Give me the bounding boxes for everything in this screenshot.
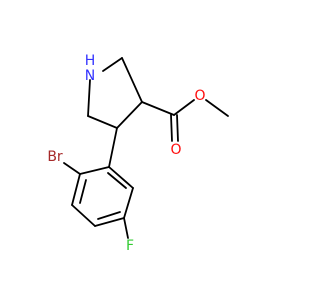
bond-ar4-ar5-inner [97, 211, 121, 220]
benzene-ring-bonds [71, 166, 134, 227]
bond-carbonyl-double-a [170, 114, 173, 142]
bond-c2-c3 [121, 57, 143, 103]
bond-ar2-br [63, 162, 81, 175]
atom-label-f: F [126, 238, 134, 254]
bond-ar5-f [123, 217, 129, 239]
bond-ar4-ar5 [94, 217, 125, 227]
bond-c4-aryl [108, 127, 118, 168]
bond-ar2-ar3-inner [79, 179, 87, 204]
bond-ar6-ar1 [108, 166, 134, 189]
bond-carbonyl-o-ester [173, 99, 195, 116]
bond-c3-carbonyl [141, 101, 175, 116]
bond-ar1-ar2 [79, 166, 110, 175]
pyrrolidine-ring-bonds [87, 57, 143, 129]
atom-label-n: N [85, 68, 95, 84]
atom-label-o-carbonyl: O [170, 142, 181, 158]
atom-label-h: H [85, 53, 96, 69]
atom-label-br: Br [47, 149, 63, 165]
bond-carbonyl-double-b [176, 114, 179, 142]
bond-c3-c4 [116, 101, 143, 129]
bond-o-methyl [205, 99, 229, 117]
bond-ar3-ar4 [71, 204, 96, 227]
bond-ar5-ar6 [123, 187, 134, 219]
atom-label-o-ester: O [194, 88, 205, 104]
ester-group-bonds [141, 99, 229, 142]
bond-c4-c5 [87, 115, 118, 129]
bond-ar6-ar1-inner [107, 172, 127, 189]
bond-n-c2 [102, 57, 123, 72]
molecule-structure: N H O O Br F [47, 53, 229, 254]
bond-c5-n [87, 79, 91, 117]
bond-ar2-ar3 [71, 173, 81, 206]
